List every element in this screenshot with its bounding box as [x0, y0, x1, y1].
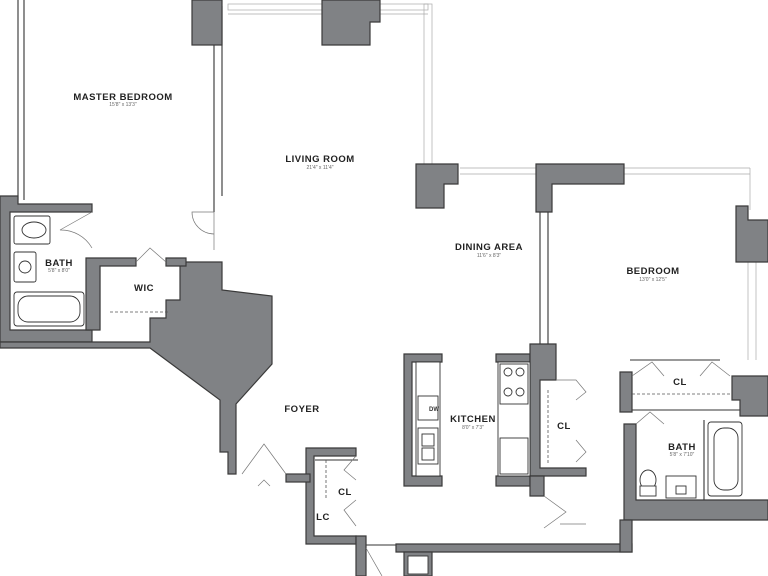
- closet-rods: [110, 311, 732, 500]
- kitchen-label: KITCHEN: [450, 414, 496, 425]
- window-lines: [227, 3, 757, 360]
- living-room-dim: 21'4" x 11'4": [306, 165, 333, 171]
- kitchen-dim: 8'0" x 7'3": [462, 425, 484, 431]
- foyer-label: FOYER: [284, 404, 319, 415]
- dining-area-label: DINING AREA: [455, 242, 523, 253]
- closet-kitchen-label: CL: [557, 421, 571, 432]
- fixtures: [13, 215, 743, 575]
- master-bedroom-label: MASTER BEDROOM: [73, 92, 172, 103]
- room-labels: MASTER BEDROOM 15'8" x 13'3" LIVING ROOM…: [45, 92, 696, 523]
- bath-right-label: BATH: [668, 442, 696, 453]
- bath-right-dim: 5'8" x 7'10": [670, 452, 695, 458]
- closet-foyer-label: CL: [338, 487, 352, 498]
- bedroom-label: BEDROOM: [626, 266, 679, 277]
- master-bedroom-dim: 15'8" x 13'3": [109, 102, 137, 108]
- doors: [59, 211, 731, 576]
- dishwasher-label: DW: [429, 407, 439, 413]
- bath-left-dim: 5'8" x 8'0": [48, 268, 70, 274]
- dining-area-dim: 11'6" x 8'3": [477, 253, 501, 259]
- wic-label: WIC: [134, 283, 154, 294]
- closet-bedroom-label: CL: [673, 377, 687, 388]
- bath-left-label: BATH: [45, 258, 73, 269]
- living-room-label: LIVING ROOM: [285, 154, 354, 165]
- bedroom-dim: 13'0" x 12'5": [639, 277, 667, 283]
- linen-closet-label: LC: [316, 512, 330, 523]
